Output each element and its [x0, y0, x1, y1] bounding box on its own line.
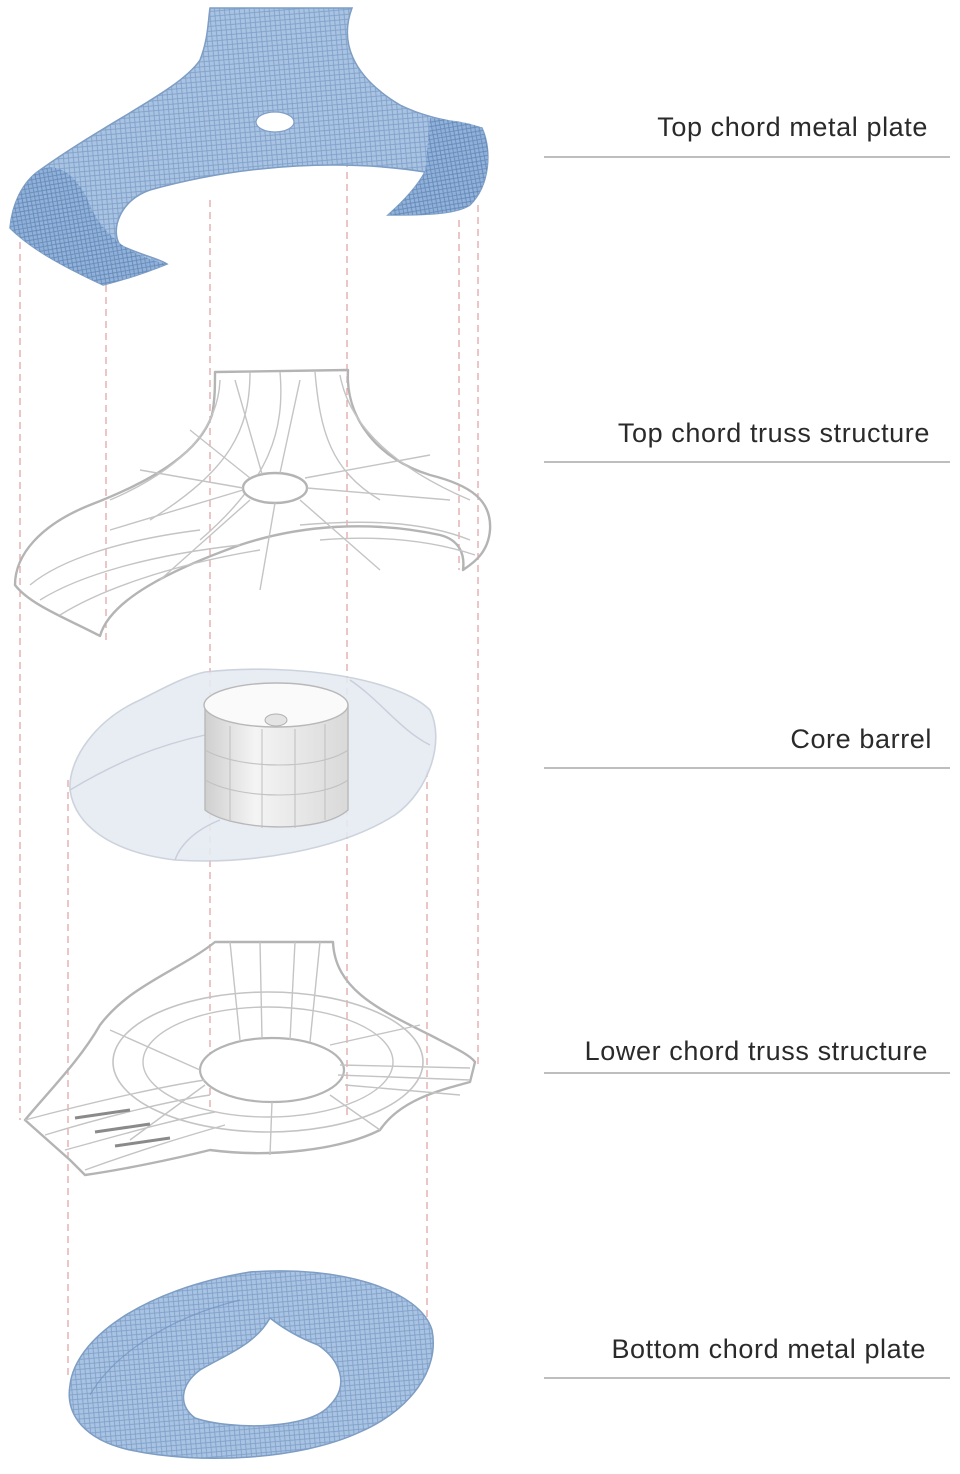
projection-guides [19, 160, 479, 1380]
core-barrel-graphic [69, 668, 437, 862]
svg-text:Bottom chord metal plate: Bottom chord metal plate [611, 1334, 926, 1364]
svg-text:Top chord truss structure: Top chord truss structure [618, 418, 930, 448]
layer-label-2: Top chord truss structure [544, 418, 950, 463]
layer-label-3: Core barrel [544, 724, 950, 769]
layer-label-1: Top chord metal plate [544, 112, 950, 158]
svg-text:Top chord metal plate: Top chord metal plate [657, 112, 928, 142]
bottom-chord-metal-plate-graphic [68, 1270, 434, 1460]
top-chord-truss-graphic [13, 368, 492, 638]
lower-chord-truss-graphic [23, 940, 477, 1177]
layer-label-5: Bottom chord metal plate [544, 1334, 950, 1379]
top-chord-metal-plate-graphic [9, 7, 489, 286]
svg-text:Core barrel: Core barrel [790, 724, 932, 754]
svg-text:Lower chord truss structure: Lower chord truss structure [585, 1036, 928, 1066]
layer-label-4: Lower chord truss structure [544, 1036, 950, 1074]
